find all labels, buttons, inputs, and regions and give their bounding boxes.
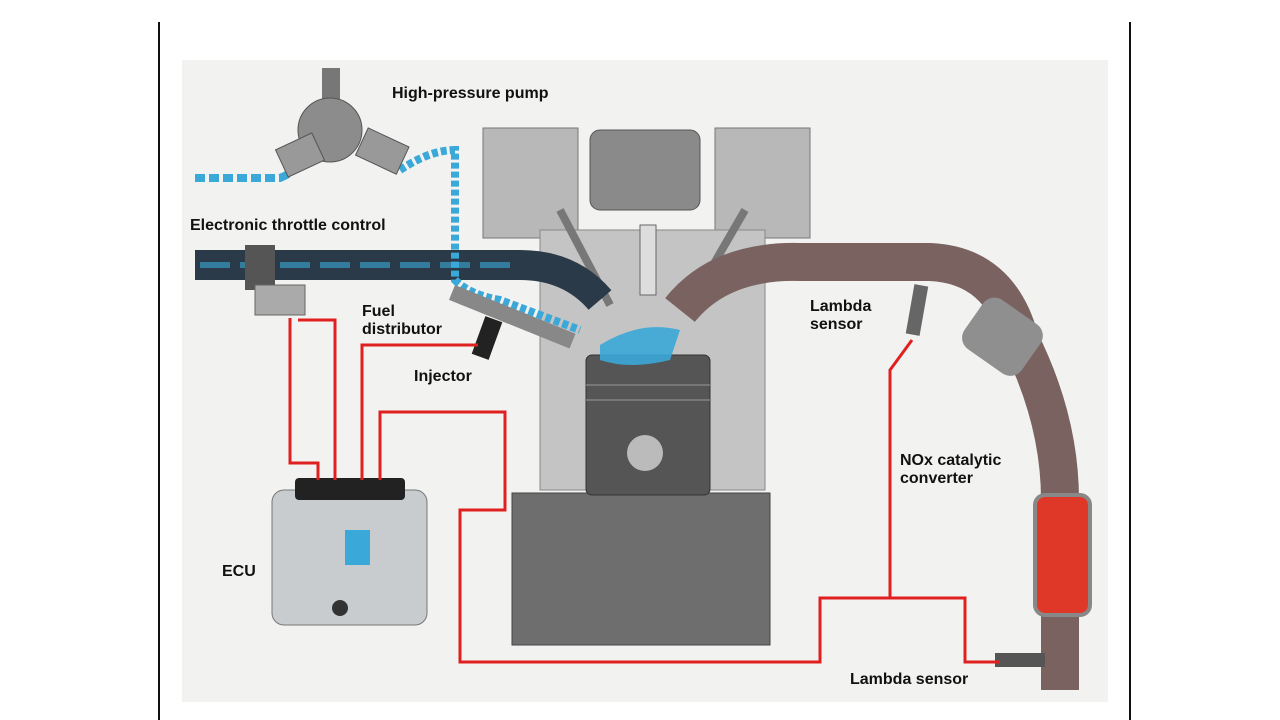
injector-body — [471, 316, 503, 360]
label-line: converter — [900, 470, 973, 487]
label-lambda-sensor-top: Lambda sensor — [810, 298, 871, 334]
label-injector: Injector — [414, 368, 472, 385]
throttle-actuator — [254, 284, 306, 316]
label-high-pressure-pump: High-pressure pump — [392, 85, 549, 102]
high-pressure-line — [397, 145, 582, 334]
ecu-unit — [271, 478, 428, 626]
left-border-line — [158, 22, 160, 720]
piston — [585, 354, 711, 496]
crankcase — [511, 492, 771, 646]
label-fuel-distributor: Fuel distributor — [362, 303, 442, 339]
throttle-body — [245, 245, 275, 290]
nox-catalytic-converter — [1033, 493, 1092, 617]
label-line: Lambda — [810, 298, 872, 315]
label-line: Fuel — [362, 303, 395, 320]
lambda-sensor-bottom — [995, 653, 1045, 667]
lambda-sensor-top — [905, 284, 929, 336]
label-nox-catalytic-converter: NOx catalytic converter — [900, 452, 1001, 488]
spark-plug — [639, 224, 657, 296]
fuel-spray — [600, 327, 680, 365]
exhaust-pipe — [665, 242, 1079, 690]
label-ecu: ECU — [222, 563, 256, 580]
intake-manifold — [195, 250, 612, 311]
label-line: sensor — [810, 316, 863, 333]
label-lambda-sensor-bottom: Lambda sensor — [850, 671, 969, 688]
label-line: NOx catalytic — [900, 452, 1002, 469]
pre-catalyst — [962, 297, 1043, 376]
label-electronic-throttle-control: Electronic throttle control — [190, 217, 386, 234]
label-line: distributor — [362, 321, 442, 338]
wiring — [288, 318, 1000, 664]
fuel-distributor — [449, 285, 576, 349]
right-border-line — [1129, 22, 1131, 720]
high-pressure-pump — [274, 68, 410, 178]
